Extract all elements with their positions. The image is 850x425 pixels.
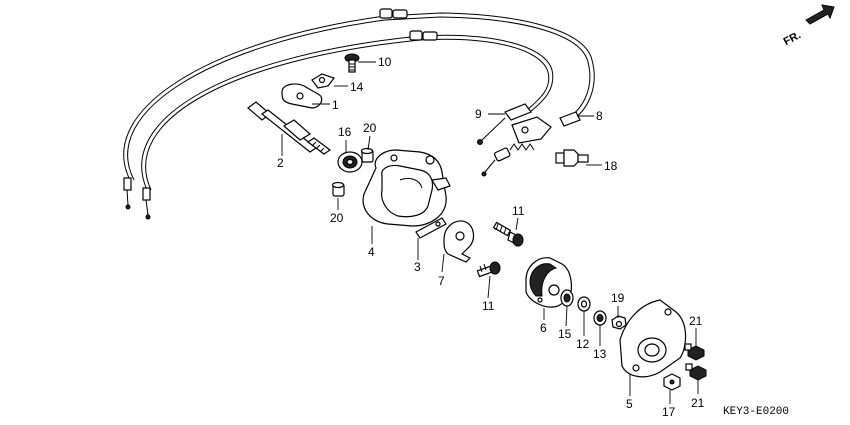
callout-labels: 10 14 1 16 20 2 20 4 3 7 9 8 18 11 11 6 …	[277, 55, 705, 419]
throttle-cables	[123, 8, 595, 220]
callout-13: 13	[593, 347, 607, 361]
front-arrow-icon	[805, 4, 835, 25]
callout-9: 9	[475, 107, 482, 121]
part-4-housing	[362, 149, 451, 227]
part-12-washer	[577, 296, 591, 312]
callout-21-upper: 21	[689, 314, 703, 328]
part-10-screw	[344, 53, 360, 73]
callout-17: 17	[662, 405, 676, 419]
callout-1: 1	[332, 98, 339, 112]
part-17-plug	[663, 373, 681, 391]
part-2-shaft	[247, 101, 332, 155]
callout-6: 6	[540, 321, 547, 335]
callout-20-upper: 20	[363, 121, 377, 135]
part-11-bolt-upper	[492, 221, 524, 247]
part-14-clip	[311, 73, 335, 89]
leader-lines	[281, 61, 699, 404]
callout-16: 16	[338, 125, 352, 139]
part-16-bearing	[337, 151, 363, 173]
part-21-bolt-lower	[685, 363, 707, 381]
front-label: FR.	[782, 29, 803, 48]
callout-7: 7	[438, 274, 445, 288]
callout-19: 19	[611, 291, 625, 305]
callout-18: 18	[604, 159, 618, 173]
callout-11-upper: 11	[512, 204, 525, 218]
part-20-collar-upper	[360, 147, 374, 163]
callout-11-lower: 11	[482, 299, 495, 313]
callout-20-lower: 20	[330, 211, 344, 225]
part-11-bolt-lower	[476, 261, 501, 278]
part-5-cover-plate	[619, 299, 687, 378]
callout-12: 12	[576, 337, 590, 351]
callout-8: 8	[596, 109, 603, 123]
callout-5: 5	[626, 397, 633, 411]
callout-2: 2	[277, 156, 284, 170]
part-7-stay	[443, 220, 475, 263]
callout-21-lower: 21	[691, 396, 705, 410]
callout-10: 10	[378, 55, 392, 69]
part-1-plate	[281, 83, 323, 109]
part-13-washer	[593, 310, 607, 326]
callout-15: 15	[558, 327, 572, 341]
callout-14: 14	[350, 80, 364, 94]
part-6-cover	[525, 257, 572, 308]
cable-end-fittings	[477, 103, 581, 177]
part-20-collar-lower	[331, 181, 345, 197]
callout-4: 4	[368, 245, 375, 259]
callout-3: 3	[414, 260, 421, 274]
part-15-washer	[560, 289, 574, 307]
part-18-bolt	[555, 149, 589, 167]
part-3-bracket	[415, 217, 447, 239]
part-19-nut	[611, 315, 627, 330]
part-21-bolt-upper	[684, 343, 705, 361]
diagram-code: KEY3-E0200	[723, 406, 789, 418]
front-direction-indicator: FR.	[782, 4, 835, 48]
